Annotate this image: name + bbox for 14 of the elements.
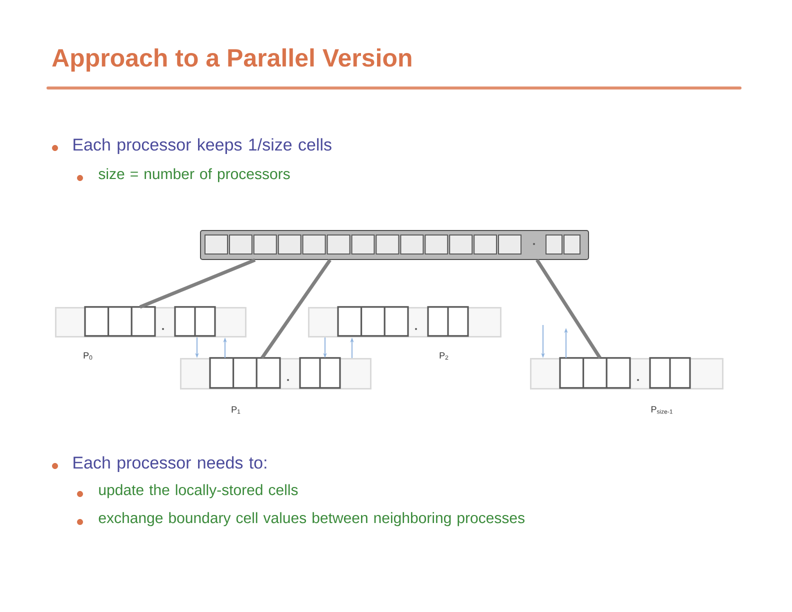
bullet-text: Each processor keeps 1/size cells	[74, 138, 332, 154]
connector-line	[260, 258, 332, 359]
processor-label: P$_{0}$	[84, 352, 92, 360]
bullet-text: exchange boundary cell values between neighboring processes	[98, 512, 524, 526]
bullet-text: size = number of processors	[98, 168, 290, 182]
connector-line	[139, 258, 256, 309]
bullet-text: update the locally-stored cells	[99, 484, 298, 498]
cell-array-drawing	[200, 230, 589, 260]
bullet-text: Each processor needs to:	[74, 456, 266, 472]
processor-label: P$_{2}$	[440, 352, 448, 360]
slide-title: Approach to a Parallel Version	[52, 48, 412, 72]
processor-label: P$_{size-1}$	[651, 406, 672, 414]
processor-label: P$_{1}$	[232, 406, 240, 414]
connector-line	[536, 259, 602, 359]
